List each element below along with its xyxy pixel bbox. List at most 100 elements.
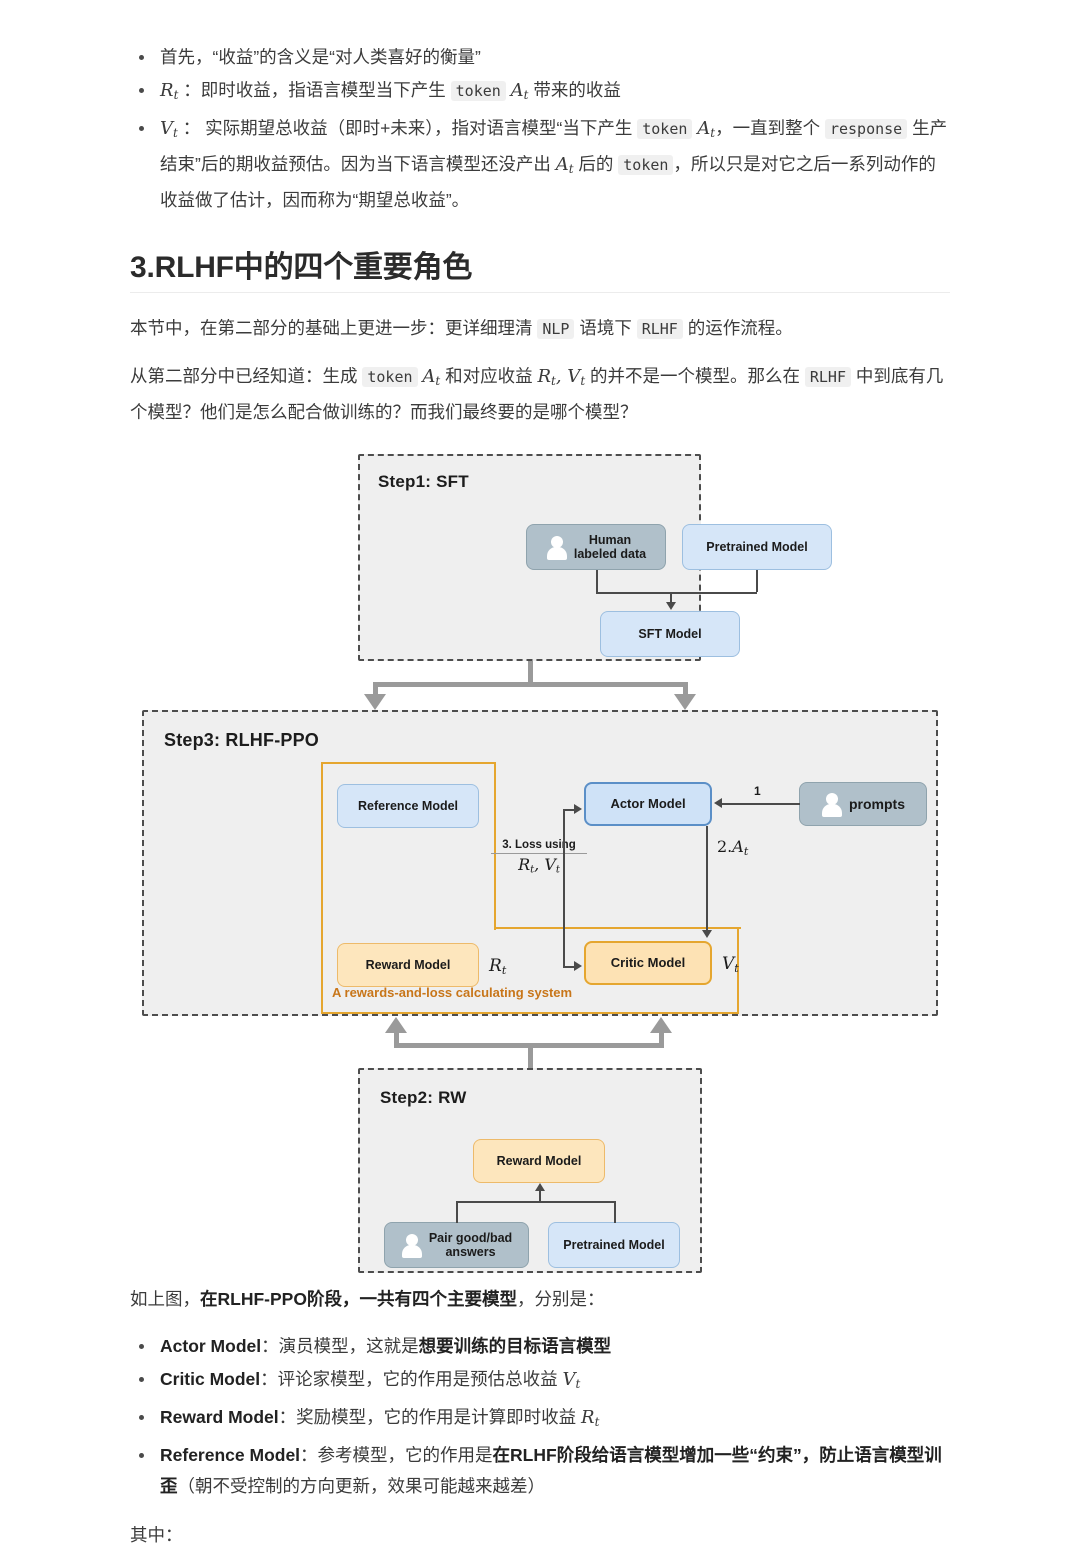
step1-title: Step1: SFT: [378, 472, 469, 491]
loss-divider: [491, 853, 587, 854]
thick-connector: [394, 1043, 664, 1048]
code-rlhf: RLHF: [804, 367, 851, 387]
code-nlp: NLP: [537, 319, 575, 339]
node-pretrained-model: Pretrained Model: [548, 1222, 680, 1268]
page-title: 3.RLHF中的四个重要角色: [130, 251, 473, 284]
role-name: Reference Model: [160, 1445, 301, 1465]
role-desc-bold: 在RLHF阶段给语言模型增加一些“约束”，防止语言模型训歪: [160, 1445, 942, 1496]
code-token: token: [362, 367, 418, 387]
node-pretrained-model: Pretrained Model: [682, 524, 832, 570]
rewards-loss-frame-top: [321, 762, 496, 930]
paragraph-models: 从第二部分中已经知道：生成 token At 和对应收益 Rt, Vt 的并不是…: [130, 361, 950, 428]
node-label: Pretrained Model: [706, 540, 808, 554]
paragraph-intro: 本节中，在第二部分的基础上更进一步：更详细理清 NLP 语境下 RLHF 的运作…: [130, 313, 950, 345]
model-roles-list: Actor Model：演员模型，这就是想要训练的目标语言模型 Critic M…: [130, 1331, 950, 1502]
math-at: At: [422, 366, 441, 388]
list-item-reward-model: Reward Model：奖励模型，它的作用是计算即时收益 Rt: [130, 1402, 950, 1438]
connector-actor-to-critic: [706, 826, 708, 932]
para2-part-c: 的并不是一个模型。那么在: [585, 366, 805, 386]
list-item: 首先，“收益”的含义是“对人类喜好的衡量”: [130, 42, 950, 73]
node-label: Actor Model: [610, 796, 686, 811]
bullet-text-vt: ： 实际期望总收益（即时+未来），指对语言模型“当下产生 token At，一直…: [160, 118, 948, 210]
para1-part-c: 的运作流程。: [682, 318, 793, 338]
list-item: Rt ：即时收益，指语言模型当下产生 token At 带来的收益: [130, 75, 950, 111]
para1-part-a: 本节中，在第二部分的基础上更进一步：更详细理清: [130, 318, 538, 338]
role-desc: 评论家模型，它的作用是预估总收益: [277, 1369, 563, 1389]
node-label: Reference Model: [357, 799, 459, 813]
connector: [596, 570, 598, 592]
edge-label-2-at: 2.At: [717, 837, 749, 858]
arrowhead-icon: [666, 602, 676, 610]
critic-output-label: Vt: [722, 954, 739, 975]
list-item-actor-model: Actor Model：演员模型，这就是想要训练的目标语言模型: [130, 1331, 950, 1362]
connector-loss-to-critic: [563, 966, 575, 968]
arrowhead-icon: [364, 694, 386, 710]
bullet-text-revenue-meaning: 首先，“收益”的含义是“对人类喜好的衡量”: [160, 47, 481, 67]
role-desc: 奖励模型，它的作用是计算即时收益: [296, 1407, 582, 1427]
paragraph-summary-intro: 如上图，在RLHF-PPO阶段，一共有四个主要模型，分别是：: [130, 1284, 950, 1315]
arrowhead-icon: [574, 961, 582, 971]
role-desc: 参考模型，它的作用是: [317, 1445, 493, 1465]
para2-part-d: 中到底有几个模型？他们是怎么配合做训练的？而我们最终要的是哪个模型？: [130, 366, 944, 422]
paragraph-closing: 其中：: [130, 1525, 183, 1545]
role-sep: ：: [261, 1336, 279, 1356]
person-icon: [401, 1232, 423, 1258]
loss-title: 3. Loss using: [502, 839, 576, 851]
node-sft-model: SFT Model: [600, 611, 740, 657]
connector-loss-trunk: [563, 809, 565, 967]
rewards-loss-frame-label: A rewards-and-loss calculating system: [332, 985, 573, 1000]
arrowhead-icon: [702, 930, 712, 938]
loss-label-block: 3. Loss using Rt, Vt: [491, 839, 587, 876]
node-reference-model: Reference Model: [337, 784, 479, 828]
connector: [596, 592, 757, 594]
bullet-text-rt: ：即时收益，指语言模型当下产生 token At 带来的收益: [183, 80, 621, 102]
thick-connector: [528, 661, 533, 687]
thick-connector: [683, 682, 688, 696]
list-item-critic-model: Critic Model：评论家模型，它的作用是预估总收益 Vt: [130, 1364, 950, 1400]
math-rt: Rt: [581, 1407, 600, 1429]
arrowhead-icon: [650, 1017, 672, 1033]
node-label: prompts: [849, 796, 905, 812]
role-name: Critic Model: [160, 1369, 261, 1389]
top-bullet-list: 首先，“收益”的含义是“对人类喜好的衡量” Rt ：即时收益，指语言模型当下产生…: [130, 0, 950, 216]
code-response: response: [824, 119, 908, 139]
role-desc-bold: 想要训练的目标语言模型: [418, 1336, 612, 1356]
arrowhead-icon: [535, 1183, 545, 1191]
thick-connector: [528, 1044, 533, 1068]
role-desc-tail: （朝不受控制的方向更新，效果可能越来越差）: [177, 1476, 546, 1496]
node-critic-model: Critic Model: [584, 941, 712, 985]
node-reward-model: Reward Model: [337, 943, 479, 987]
para1-part-b: 语境下: [574, 318, 637, 338]
role-sep: ：: [278, 1407, 297, 1427]
node-reward-model: Reward Model: [473, 1139, 605, 1183]
edge-label-1: 1: [754, 784, 761, 798]
math-at: At: [510, 80, 529, 102]
rewards-loss-frame-bottom: [321, 928, 739, 1014]
list-item: Vt ： 实际期望总收益（即时+未来），指对语言模型“当下产生 token At…: [130, 113, 950, 216]
node-actor-model: Actor Model: [584, 782, 712, 826]
math-rt-vt: Rt, Vt: [537, 366, 586, 388]
loss-math: Rt, Vt: [518, 855, 560, 876]
node-label: Reward Model: [365, 958, 451, 972]
connector-prompts-to-actor: [722, 803, 800, 805]
role-sep: ：: [300, 1445, 318, 1465]
connector: [456, 1201, 615, 1203]
code-rlhf: RLHF: [636, 319, 683, 339]
node-label: Critic Model: [610, 955, 686, 970]
thick-connector: [659, 1032, 664, 1044]
code-token: token: [618, 155, 674, 175]
person-icon: [546, 534, 568, 560]
arrowhead-icon: [574, 804, 582, 814]
math-vt: Vt: [160, 118, 178, 140]
connector: [614, 1201, 616, 1223]
para2-part-b: 和对应收益: [440, 366, 538, 386]
thick-connector: [394, 1032, 399, 1044]
math-vt: Vt: [562, 1369, 581, 1391]
